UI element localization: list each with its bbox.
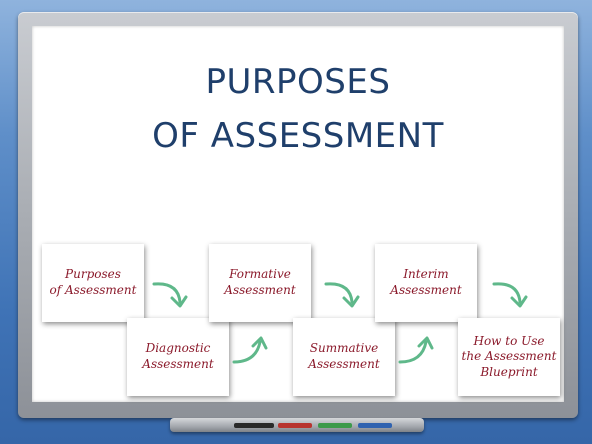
- curved-arrow-down-icon: [324, 282, 360, 308]
- card-diagnostic-assessment: Diagnostic Assessment: [127, 318, 229, 396]
- blue-marker: [358, 423, 392, 428]
- black-marker: [234, 423, 274, 428]
- card-how-to-use-assessment-blueprint: How to Use the Assessment Blueprint: [458, 318, 560, 396]
- card-interim-assessment: Interim Assessment: [375, 244, 477, 322]
- card-formative-assessment: Formative Assessment: [209, 244, 311, 322]
- curved-arrow-down-icon: [492, 282, 528, 308]
- card-purposes-of-assessment: Purposes of Assessment: [42, 244, 144, 322]
- green-marker: [318, 423, 352, 428]
- slide-title-line-2: OF ASSESSMENT: [152, 116, 444, 156]
- curved-arrow-down-icon: [152, 282, 188, 308]
- slide-title-line-1: PURPOSES: [205, 62, 391, 102]
- red-marker: [278, 423, 312, 428]
- card-summative-assessment: Summative Assessment: [293, 318, 395, 396]
- curved-arrow-up-icon: [232, 336, 268, 364]
- curved-arrow-up-icon: [398, 336, 434, 364]
